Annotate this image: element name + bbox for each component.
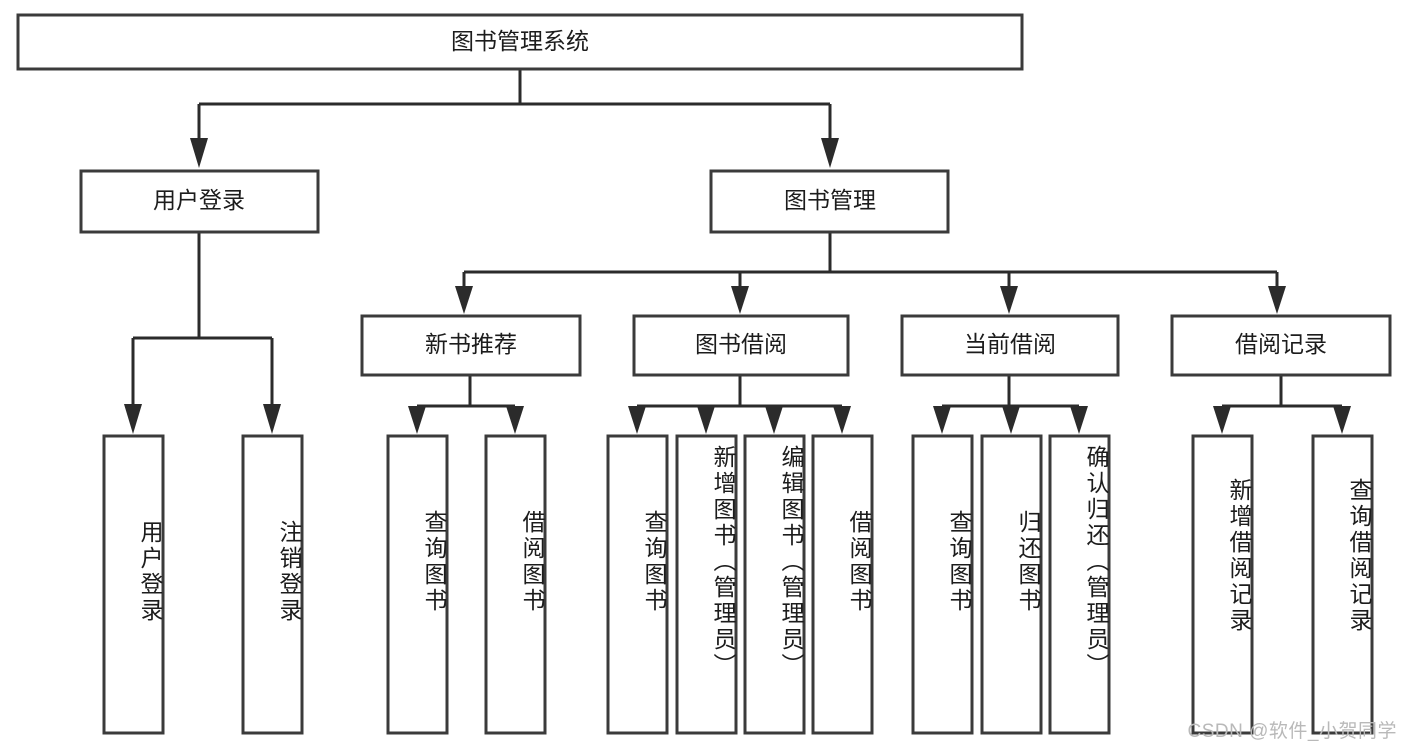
arrow-head-leaf-query-record: [1333, 406, 1351, 434]
node-leaf-query-book-b-box[interactable]: [606, 434, 669, 735]
arrow-head-leaf-borrow-book-a: [506, 406, 524, 434]
node-book-borrow[interactable]: 图书借阅: [632, 314, 850, 377]
arrow-head-new-book-recommend: [455, 286, 473, 314]
node-leaf-query-book-a-box[interactable]: [386, 434, 449, 735]
leaf-nodes: [102, 434, 1374, 735]
node-leaf-borrow-book-b-box[interactable]: [811, 434, 874, 735]
node-new-book-recommend-box[interactable]: [360, 314, 582, 377]
arrow-head-leaf-query-book-b: [628, 406, 646, 434]
node-book-management[interactable]: 图书管理: [709, 169, 950, 234]
node-user-login-box[interactable]: [79, 169, 320, 234]
connector-group-new-book-recommend: [408, 375, 524, 434]
connector-group-book-management: [455, 232, 1286, 314]
node-borrow-record[interactable]: 借阅记录: [1170, 314, 1392, 377]
node-leaf-borrow-book-a-box[interactable]: [484, 434, 547, 735]
node-leaf-edit-book-box[interactable]: [743, 434, 806, 735]
arrow-head-leaf-confirm-return: [1070, 406, 1088, 434]
arrow-head-book-management: [821, 138, 839, 168]
node-new-book-recommend-label: 新书推荐: [425, 331, 517, 357]
csdn-watermark: CSDN @软件_小贺同学: [1187, 721, 1397, 742]
node-new-book-recommend[interactable]: 新书推荐: [360, 314, 582, 377]
node-book-management-box[interactable]: [709, 169, 950, 234]
node-leaf-add-record-box[interactable]: [1191, 434, 1254, 735]
node-leaf-confirm-return-box[interactable]: [1048, 434, 1111, 735]
arrow-head-leaf-user-logout: [263, 404, 281, 434]
node-current-borrow[interactable]: 当前借阅: [900, 314, 1120, 377]
arrow-head-user-login: [190, 138, 208, 168]
node-user-login-label: 用户登录: [153, 187, 245, 213]
arrow-head-borrow-record: [1268, 286, 1286, 314]
node-leaf-add-book-box[interactable]: [675, 434, 738, 735]
node-current-borrow-box[interactable]: [900, 314, 1120, 377]
node-leaf-query-book-c-box[interactable]: [911, 434, 974, 735]
arrow-head-leaf-return-book: [1002, 406, 1020, 434]
node-leaf-user-login-box[interactable]: [102, 434, 165, 735]
node-leaf-return-book-box[interactable]: [980, 434, 1043, 735]
connector-group-user-login: [124, 232, 281, 434]
node-leaf-user-logout-box[interactable]: [241, 434, 304, 735]
node-borrow-record-box[interactable]: [1170, 314, 1392, 377]
arrow-head-current-borrow: [1000, 286, 1018, 314]
connector-group-borrow-record: [1213, 375, 1351, 434]
node-borrow-record-label: 借阅记录: [1235, 331, 1327, 357]
node-current-borrow-label: 当前借阅: [964, 331, 1056, 357]
connector-group-root: [190, 69, 839, 168]
node-root-box[interactable]: [16, 13, 1024, 71]
connector-group-book-borrow: [628, 375, 851, 434]
node-book-borrow-box[interactable]: [632, 314, 850, 377]
node-book-management-label: 图书管理: [784, 187, 876, 213]
connector-group-current-borrow: [933, 375, 1088, 434]
node-book-borrow-label: 图书借阅: [695, 331, 787, 357]
arrow-head-leaf-query-book-a: [408, 406, 426, 434]
node-leaf-query-record-box[interactable]: [1311, 434, 1374, 735]
node-user-login[interactable]: 用户登录: [79, 169, 320, 234]
node-root[interactable]: 图书管理系统: [16, 13, 1024, 71]
arrow-head-leaf-edit-book: [765, 406, 783, 434]
arrow-head-book-borrow: [731, 286, 749, 314]
arrow-head-leaf-borrow-book-b: [833, 406, 851, 434]
arrow-head-leaf-add-record: [1213, 406, 1231, 434]
arrow-head-leaf-query-book-c: [933, 406, 951, 434]
arrow-head-leaf-add-book: [697, 406, 715, 434]
node-root-label: 图书管理系统: [451, 28, 589, 54]
arrow-head-leaf-user-login: [124, 404, 142, 434]
